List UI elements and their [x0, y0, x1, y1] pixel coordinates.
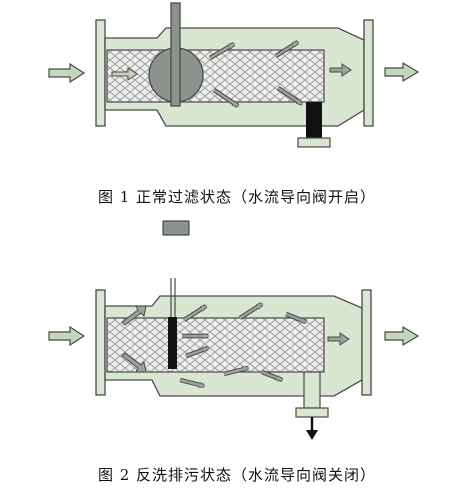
- flow-arrow: [179, 378, 205, 388]
- inlet-arrow: [48, 325, 86, 347]
- drain-pipe: [303, 371, 321, 409]
- flow-arrow: [285, 312, 307, 324]
- drain-outlet: [295, 407, 329, 418]
- flow-arrow: [327, 332, 350, 346]
- flow-arrow: [275, 40, 299, 58]
- valve-swatch: [162, 220, 190, 236]
- flow-arrow: [223, 366, 249, 376]
- flow-arrow: [277, 86, 303, 106]
- drain-arrow-head: [306, 430, 318, 440]
- inlet-arrow: [48, 62, 86, 84]
- drain-valve: [306, 102, 322, 138]
- figure2-caption: 图 2 反洗排污状态（水流导向阀关闭）: [97, 466, 377, 484]
- flow-arrow: [111, 67, 138, 81]
- valve-stem: [170, 2, 181, 107]
- right-flange: [361, 289, 372, 396]
- flow-arrow: [121, 305, 147, 326]
- drain-outlet: [297, 137, 331, 148]
- outlet-arrow: [384, 61, 420, 83]
- flow-arrow: [329, 63, 352, 77]
- left-flange: [95, 19, 106, 127]
- figure2-backwash: [48, 278, 420, 440]
- figure1-caption: 图 1 正常过滤状态（水流导向阀开启）: [97, 188, 377, 206]
- flow-arrow: [183, 304, 207, 322]
- figure1-normal-filtration: [48, 2, 420, 148]
- flow-arrow: [209, 42, 235, 60]
- flow-arrow: [213, 88, 239, 108]
- flow-arrow: [185, 346, 209, 358]
- left-flange: [95, 289, 106, 396]
- right-flange: [363, 19, 374, 127]
- flow-arrow: [239, 302, 263, 320]
- outlet-arrow: [384, 325, 420, 347]
- filter-screen: [106, 49, 325, 103]
- flow-guide-valve-closed: [168, 317, 177, 369]
- flow-arrow: [261, 370, 283, 382]
- flow-arrow: [121, 352, 147, 373]
